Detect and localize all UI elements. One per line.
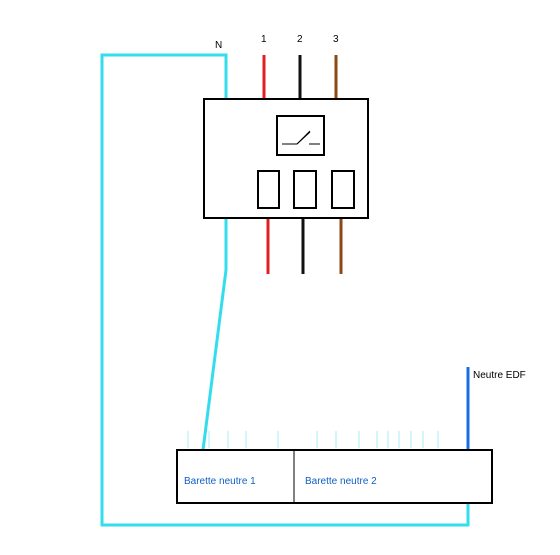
- neutral-loop-wire: [100, 53, 470, 527]
- neutral-out-wire: [201, 218, 228, 451]
- label-neutral: N: [215, 40, 222, 51]
- label-phase2: 2: [297, 34, 303, 45]
- bar-terminal-ticks: [187, 431, 439, 448]
- neutral-bar: [176, 449, 493, 504]
- breaker-slot-1: [257, 170, 280, 209]
- label-barette2: Barette neutre 2: [305, 476, 377, 487]
- breaker-slot-2: [293, 170, 317, 209]
- label-neutre-edf: Neutre EDF: [473, 370, 526, 381]
- switch-symbol-lever: [296, 130, 311, 145]
- breaker-slot-3: [331, 170, 355, 209]
- switch-symbol-frame: [276, 115, 325, 156]
- label-barette1: Barette neutre 1: [184, 476, 256, 487]
- label-phase1: 1: [261, 34, 267, 45]
- label-phase3: 3: [333, 34, 339, 45]
